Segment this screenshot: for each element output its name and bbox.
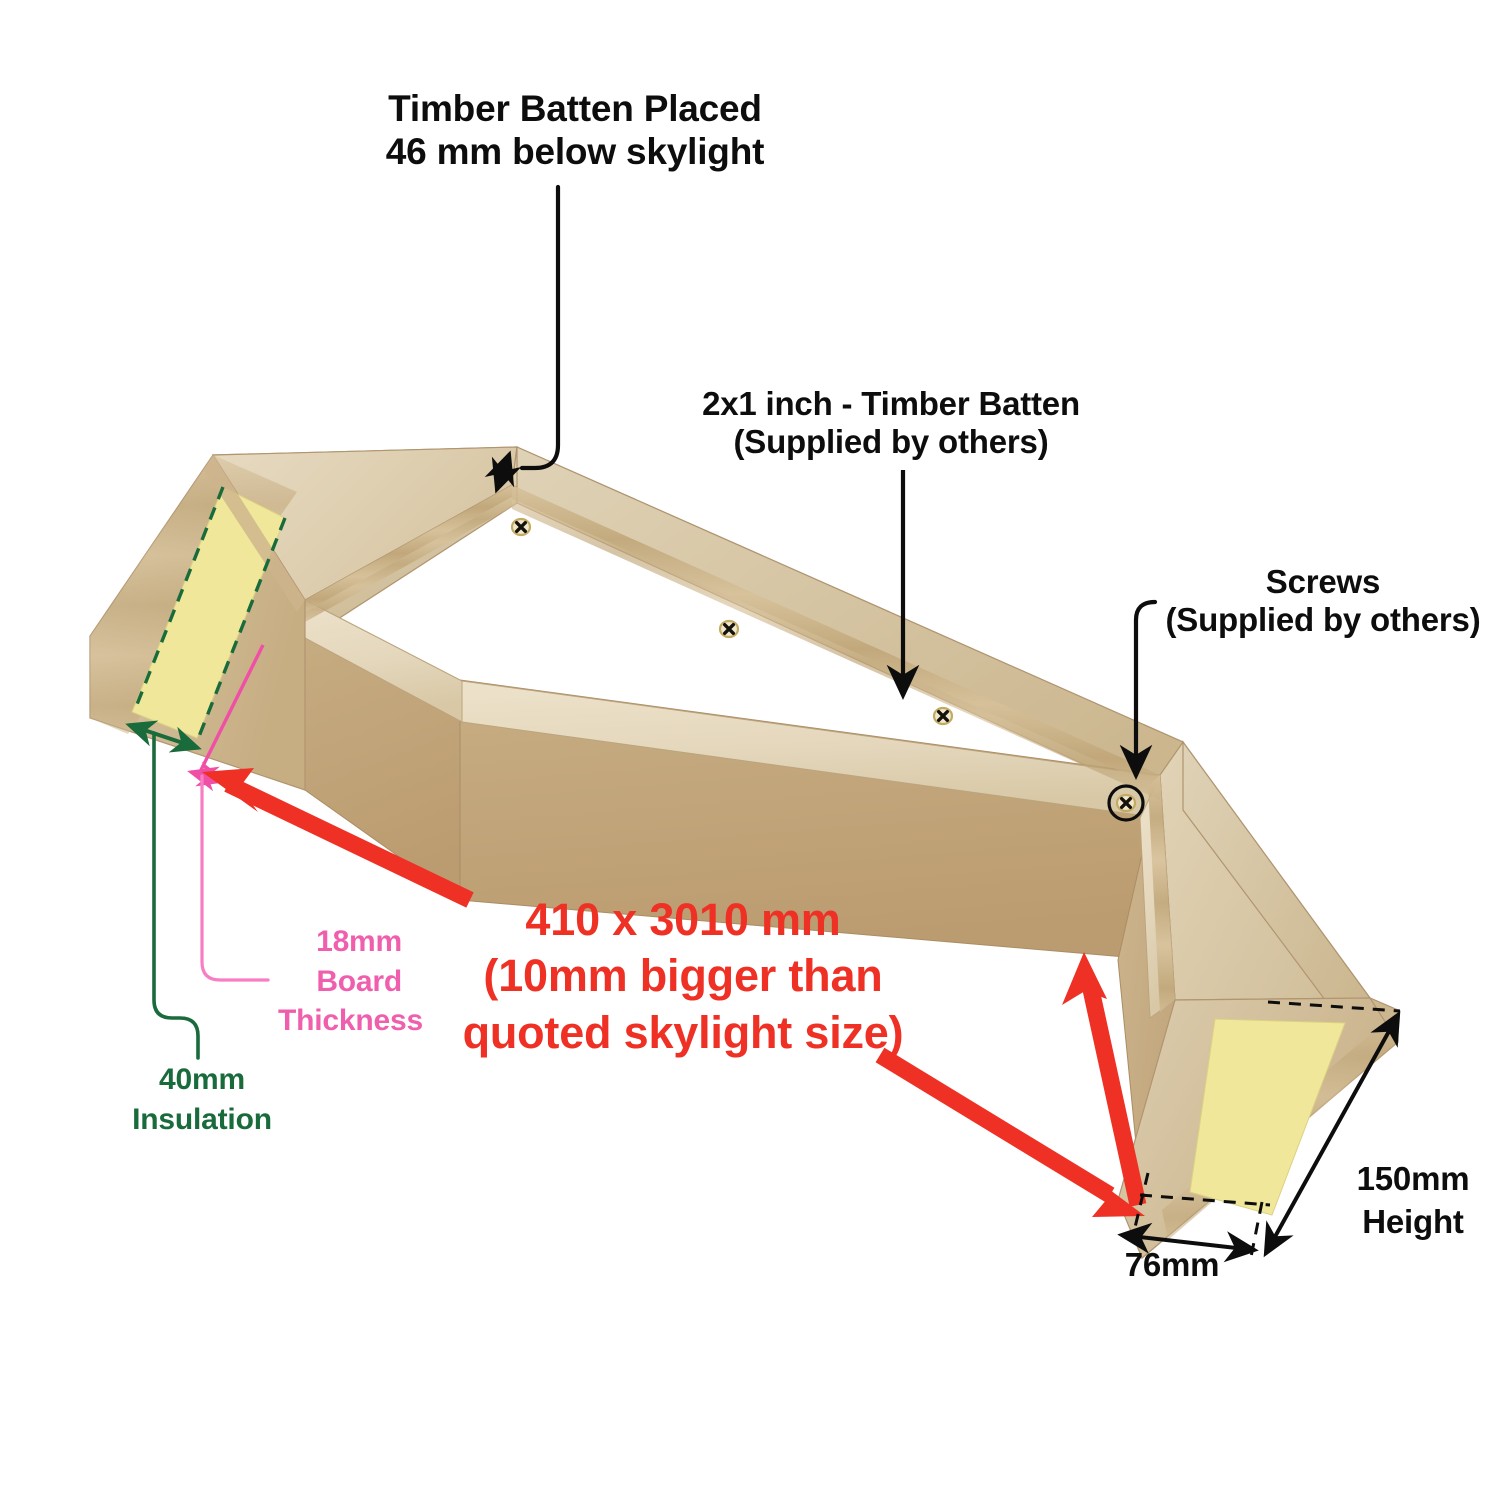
end-dimensions [1117,1000,1401,1263]
label-batten-spec-line1: 2x1 inch - Timber Batten [702,385,1080,422]
ply-edge-back-2 [512,499,1160,800]
screw-head-icon [932,706,954,726]
insulation-leader [152,731,200,1060]
label-screws-line2: (Supplied by others) [1165,601,1481,639]
dim-line-150mm [1263,1010,1401,1258]
dim-ext-bottom [1139,1193,1271,1207]
label-batten-spec-line2: (Supplied by others) [733,423,1049,461]
label-insulation: 40mm Insulation [126,1060,278,1139]
label-board-thickness-line3: Thickness [278,1004,423,1038]
label-board-thickness: 18mm Board Thickness [278,922,423,1041]
label-batten-placement-line1: Timber Batten Placed [388,88,762,129]
label-opening-dimension-line3: quoted skylight size) [462,1006,904,1058]
label-height: 150mm Height [1338,1158,1488,1244]
callout-leaders [484,184,1158,781]
label-insulation-line1: 40mm [159,1063,245,1096]
ply-edge-right [1148,775,1175,1012]
board-thickness-leader [200,774,270,982]
red-arrow-left-head [202,768,258,812]
dim-line-76mm [1117,1222,1259,1263]
insulation-dimension [125,486,287,1060]
leader-batten-placed-arrow [484,450,522,494]
label-depth: 76mm [1124,1246,1220,1283]
insulation-panel-right [1189,1018,1346,1216]
red-arrow-right-diagonal-head [1090,1175,1145,1217]
label-batten-placement: Timber Batten Placed 46 mm below skyligh… [340,88,810,174]
red-arrow-right-vertical-head [1062,952,1107,1005]
label-height-line2: Height [1362,1202,1464,1240]
label-opening-dimension-line2: (10mm bigger than [483,950,883,1002]
red-arrow-left [224,776,474,908]
label-batten-placement-line2: 46 mm below skylight [385,130,765,172]
screw-group [510,517,1145,822]
label-screws: Screws (Supplied by others) [1148,563,1498,640]
ply-edge-back [512,485,1160,789]
screw-head-highlighted-icon [1107,784,1145,822]
opening-dimension-arrows [202,768,1147,1217]
label-height-line1: 150mm [1356,1160,1470,1197]
insulation-dimension-arrow [125,720,202,753]
dim-ext-left [1130,1172,1150,1241]
board-thickness-edge-line [199,644,265,771]
label-insulation-line2: Insulation [132,1102,272,1136]
leader-screws [1119,599,1158,781]
ply-edge-left-2 [305,497,512,622]
dim-ext-top [1267,1000,1401,1013]
insulation-dashed-outline [132,486,287,740]
label-board-thickness-line1: 18mm [316,925,402,958]
leader-batten-placed [519,184,561,471]
label-opening-dimension: 410 x 3010 mm (10mm bigger than quoted s… [428,892,938,1061]
label-board-thickness-line2: Board [316,964,402,998]
screw-head-icon [510,517,532,537]
end-left-rebate [204,455,305,612]
label-screws-line1: Screws [1265,563,1381,600]
red-arrow-right-diagonal [875,1047,1115,1203]
ply-edge-left [305,485,512,612]
label-opening-dimension-line1: 410 x 3010 mm [525,894,841,945]
screw-head-icon [718,619,740,639]
label-batten-spec: 2x1 inch - Timber Batten (Supplied by ot… [676,385,1106,462]
red-arrow-right-vertical [1081,983,1147,1207]
